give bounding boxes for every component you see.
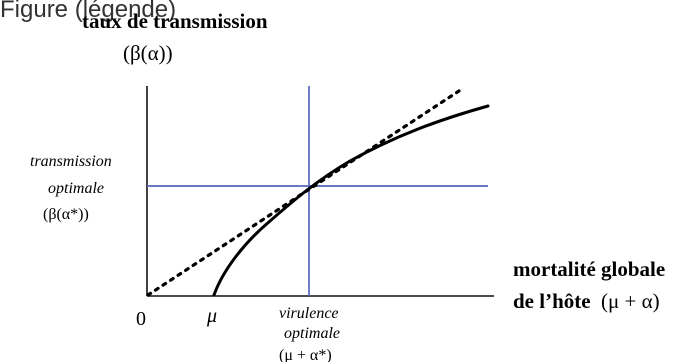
x-axis-title-line1: mortalité globale (513, 257, 665, 281)
mu-label: μ (206, 305, 217, 327)
optimal-virulence-line2: optimale (284, 325, 340, 342)
y-axis-title: taux de transmission (82, 9, 268, 33)
x-axis-title-line2: de l’hôte (513, 289, 591, 313)
cropped-top-caption: Figure (légende) (0, 0, 176, 23)
transmission-curve (212, 104, 490, 297)
origin-label: 0 (136, 308, 146, 330)
optimal-transmission-line1: transmission (30, 153, 112, 170)
y-axis-symbol: (β(α)) (123, 41, 173, 65)
optimal-virulence-line1: virulence (279, 305, 339, 322)
optimal-transmission-line2: optimale (48, 180, 104, 197)
optimal-transmission-line3: (β(α*)) (43, 206, 89, 223)
x-axis-symbol: (μ + α) (601, 289, 660, 313)
optimal-virulence-line3: (μ + α*) (279, 347, 332, 362)
